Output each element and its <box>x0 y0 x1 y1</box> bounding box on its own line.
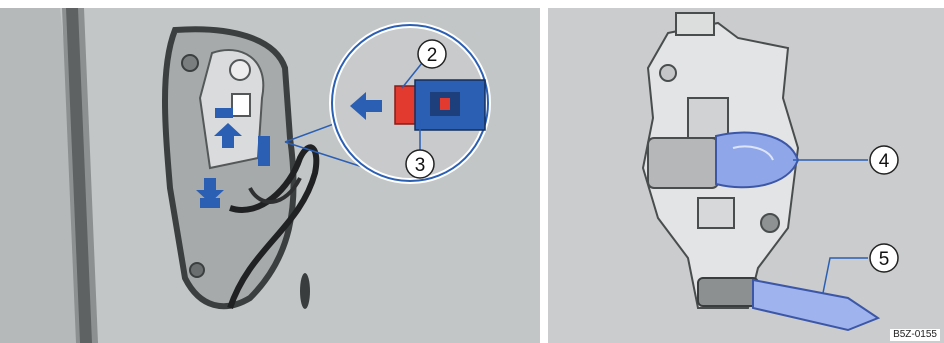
callout-5-label: 5 <box>879 249 890 270</box>
bulb-holder-illustration: 4 5 <box>548 8 944 343</box>
callout-2-label: 2 <box>427 45 438 66</box>
panel-opening <box>300 273 310 309</box>
callout-4-label: 4 <box>879 151 890 172</box>
figure-reference-code: B5Z-0155 <box>890 329 940 341</box>
callout-3-label: 3 <box>415 155 426 176</box>
right-illustration-panel: 4 5 B5Z-0155 <box>548 8 944 343</box>
mounting-bolt <box>190 263 204 277</box>
blue-clip <box>215 108 233 118</box>
lamp-housing-illustration: 2 3 <box>0 8 540 343</box>
left-illustration-panel: 2 3 <box>0 8 540 343</box>
mounting-bolt <box>182 55 198 71</box>
blue-connector <box>258 136 270 166</box>
